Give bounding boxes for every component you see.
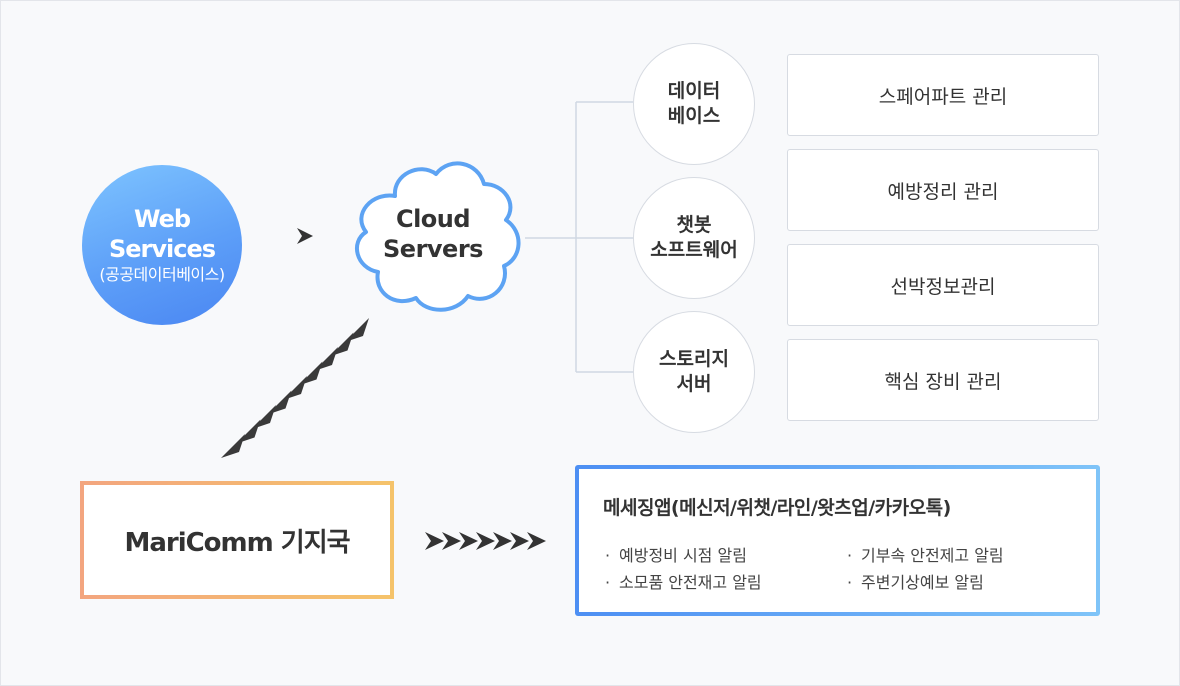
- messaging-item: · 주변기상예보 알림: [847, 569, 984, 593]
- chevron-right-icon: [493, 532, 512, 550]
- web-services-node: Web Services (공공데이터베이스): [82, 165, 242, 325]
- messaging-item: · 소모품 안전재고 알림: [605, 569, 762, 593]
- management-box-spare-parts: 스페어파트 관리: [787, 54, 1099, 136]
- messaging-item-text: 기부속 안전제고 알림: [861, 546, 1004, 565]
- chevron-right-icon: [425, 532, 444, 550]
- node-label-line1: 챗봇: [676, 214, 712, 236]
- node-label-line2: 베이스: [667, 105, 721, 127]
- node-label-line1: 데이터: [667, 80, 721, 102]
- bullet-icon: ·: [847, 573, 853, 592]
- messaging-item-text: 예방정비 시점 알림: [619, 546, 747, 565]
- chevron-right-icon: [527, 532, 546, 550]
- cloud-servers-node: Cloud Servers: [338, 148, 528, 320]
- node-chatbot: 챗봇 소프트웨어: [633, 177, 755, 299]
- chevron-diagonal-icon: [221, 434, 245, 458]
- messaging-item: · 기부속 안전제고 알림: [847, 542, 1004, 566]
- chevron-right-icon: [510, 532, 529, 550]
- node-database: 데이터 베이스: [633, 43, 755, 165]
- web-services-subtitle: (공공데이터베이스): [99, 265, 225, 284]
- chevron-right-icon: [442, 532, 461, 550]
- management-box-preventive: 예방정리 관리: [787, 149, 1099, 231]
- chevron-right-icon: [459, 532, 478, 550]
- messaging-title: 메세징앱(메신저/위챗/라인/왓츠업/카카오톡): [603, 497, 951, 519]
- web-services-title: Web Services: [108, 205, 216, 263]
- bullet-icon: ·: [605, 573, 611, 592]
- node-label-line1: 스토리지: [659, 348, 729, 370]
- messaging-item-text: 주변기상예보 알림: [861, 573, 984, 592]
- cloud-label-line2: Servers: [383, 235, 483, 263]
- bullet-icon: ·: [605, 546, 611, 565]
- chevron-right-icon: [476, 532, 495, 550]
- management-box-core-equipment: 핵심 장비 관리: [787, 339, 1099, 421]
- cloud-icon: [355, 161, 521, 312]
- messaging-item: · 예방정비 시점 알림: [605, 542, 747, 566]
- cloud-label-line1: Cloud: [395, 205, 471, 233]
- node-label-line2: 소프트웨어: [650, 239, 738, 261]
- maricomm-station-box: MariComm 기지국: [80, 481, 394, 599]
- arrow-right-icon: [297, 228, 313, 244]
- node-label-line2: 서버: [676, 373, 712, 395]
- node-storage: 스토리지 서버: [633, 311, 755, 433]
- messaging-app-box: 메세징앱(메신저/위챗/라인/왓츠업/카카오톡) · 예방정비 시점 알림 · 기부…: [575, 465, 1100, 616]
- bullet-icon: ·: [847, 546, 853, 565]
- messaging-item-text: 소모품 안전재고 알림: [619, 573, 762, 592]
- management-box-vessel-info: 선박정보관리: [787, 244, 1099, 326]
